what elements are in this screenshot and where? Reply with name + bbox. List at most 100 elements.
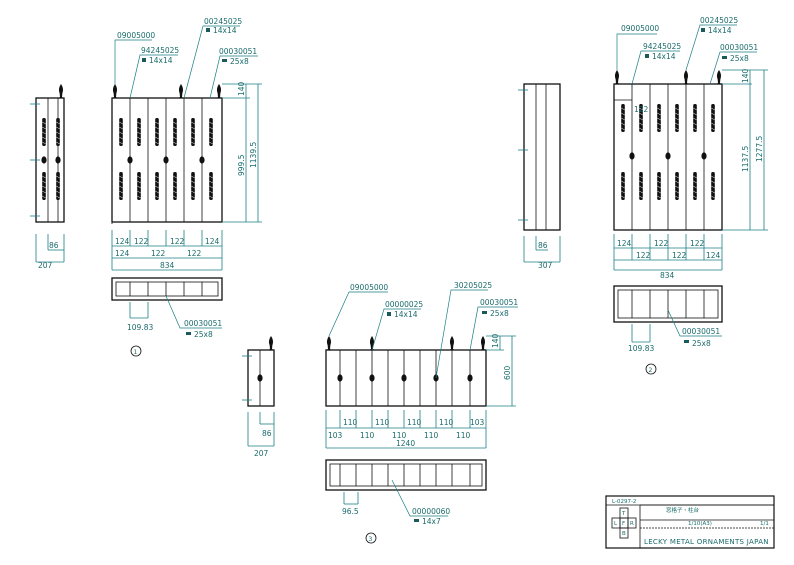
d3-dim-u4: 110 — [424, 431, 439, 440]
d1-callout-a1: 09005000 — [117, 31, 155, 40]
d1-horizontal-dims: 124 122 122 124 124 122 122 834 — [111, 230, 223, 271]
d1-callout-b1-size: 25x8 — [194, 330, 213, 339]
d2-callout-a2-size: 14x14 — [652, 52, 676, 61]
tb-cell-l: L — [614, 521, 618, 527]
d1-dim-top: 140 — [237, 81, 246, 96]
d1-dim-s3: 122 — [170, 237, 185, 246]
d3-dim-t2: 110 — [375, 418, 390, 427]
d3-front-elevation — [325, 336, 487, 407]
d1-dim-mid: 999.5 — [237, 154, 246, 176]
d1-dim-s4: 124 — [205, 237, 220, 246]
d1-dim-s2: 122 — [134, 237, 149, 246]
d2-vertical-dims: 140 1137.5 1277.5 — [722, 68, 768, 231]
d3-callouts: 09005000 00000025 14x14 30205025 0003005… — [328, 281, 518, 379]
d3-dim-u1: 103 — [328, 431, 343, 440]
d1-dim-side-outer: 207 — [38, 261, 53, 270]
tb-sheet: 1/1 — [760, 521, 769, 527]
drawing-3: 86 207 09005000 — [242, 281, 518, 544]
d2-dim-side-inner: 86 — [538, 241, 548, 250]
d1-plan-view: 109.83 00030051 25x8 1 — [111, 277, 223, 357]
d3-callout-a4-size: 25x8 — [490, 309, 509, 318]
d2-dim-s3: 122 — [690, 239, 705, 248]
tb-cell-b: B — [622, 531, 626, 537]
d1-side-elevation: 86 207 — [30, 84, 65, 270]
d2-horizontal-dims: 124 122 122 122 122 124 834 — [613, 234, 723, 280]
d3-callout-a2: 00000025 — [385, 300, 423, 309]
d3-dim-t3: 110 — [407, 418, 422, 427]
d3-dim-plan: 96.5 — [342, 507, 359, 516]
d2-dim-b2: 122 — [672, 251, 687, 260]
d2-dim-plan: 109.83 — [628, 344, 654, 353]
d2-dim-b1: 122 — [636, 251, 651, 260]
d1-dim-width: 834 — [160, 261, 175, 270]
d2-dim-s1: 124 — [617, 239, 632, 248]
d2-front-elevation: 122 — [613, 70, 723, 231]
d2-dim-s2: 122 — [654, 239, 669, 248]
d1-front-elevation — [111, 84, 223, 224]
d3-callout-b1-size: 14x7 — [422, 517, 441, 526]
d2-dim-width: 834 — [660, 271, 675, 280]
d1-number: 1 — [134, 349, 138, 356]
d1-callout-a4-size: 25x8 — [230, 57, 249, 66]
d1-dim-side-inner: 86 — [49, 241, 59, 250]
d1-dim-plan: 109.83 — [127, 323, 153, 332]
d2-dim-mid: 1137.5 — [741, 146, 750, 172]
d2-side-elevation: 86 307 — [518, 83, 561, 270]
d2-callout-b1-size: 25x8 — [692, 339, 711, 348]
d2-callout-a4: 00030051 — [720, 43, 758, 52]
d2-callout-b1: 00030051 — [682, 327, 720, 336]
d2-callouts: 09005000 94245025 14x14 00245025 14x14 0… — [616, 16, 758, 85]
d2-callout-a3: 00245025 — [700, 16, 738, 25]
d1-dim-b2: 122 — [151, 249, 166, 258]
d2-number: 2 — [649, 367, 653, 374]
d3-dim-t4: 110 — [439, 418, 454, 427]
tb-cell-f: F — [622, 521, 625, 527]
d2-dim-b3: 124 — [706, 251, 721, 260]
d3-dim-u3: 110 — [392, 431, 407, 440]
d2-dim-side-outer: 307 — [538, 261, 553, 270]
d1-callout-b1: 00030051 — [184, 319, 222, 328]
d3-dim-u2: 110 — [360, 431, 375, 440]
tb-scale: 1/10(A3) — [688, 521, 712, 527]
d1-callout-a3-size: 14x14 — [213, 26, 237, 35]
tb-drawing-no: L-0297-2 — [612, 499, 636, 505]
d3-plan-view: 96.5 00000060 14x7 3 — [325, 459, 487, 544]
d3-callout-b1: 00000060 — [412, 507, 450, 516]
d2-callout-a4-size: 25x8 — [730, 54, 749, 63]
d3-dim-total: 600 — [503, 365, 512, 380]
d1-callout-a2-size: 14x14 — [149, 56, 173, 65]
d2-dim-top: 140 — [741, 68, 750, 83]
d3-dim-side-outer: 207 — [254, 449, 269, 458]
d3-dim-width: 1240 — [396, 439, 415, 448]
d3-callout-a1: 09005000 — [350, 283, 388, 292]
d3-vertical-dims: 140 600 — [486, 333, 516, 407]
d1-callout-a2: 94245025 — [141, 46, 179, 55]
d3-dim-t5: 103 — [470, 418, 485, 427]
drawing-1: 86 207 — [30, 17, 262, 357]
d1-dim-s1: 124 — [115, 237, 130, 246]
d3-callout-a2-size: 14x14 — [394, 310, 418, 319]
d3-dim-u5: 110 — [456, 431, 471, 440]
d3-dim-side-inner: 86 — [262, 429, 272, 438]
d3-side-elevation: 86 207 — [242, 336, 275, 458]
drawing-2: 86 307 — [518, 16, 768, 375]
d1-dim-total: 1139.5 — [249, 142, 258, 168]
d3-horizontal-dims: 110 110 110 110 103 103 110 110 110 110 … — [325, 410, 487, 449]
d2-dim-total: 1277.5 — [755, 136, 764, 162]
d3-dim-t1: 110 — [343, 418, 358, 427]
tb-company: LECKY METAL ORNAMENTS JAPAN — [644, 538, 769, 546]
d1-callout-a3: 00245025 — [204, 17, 242, 26]
tb-title: 窓格子・柱台 — [666, 506, 700, 514]
d2-callout-a1: 09005000 — [621, 24, 659, 33]
d1-vertical-dims: 140 999.5 1139.5 — [222, 81, 262, 223]
d3-dim-top: 140 — [491, 333, 500, 348]
d1-dim-b1: 124 — [115, 249, 130, 258]
tb-cell-r: R — [630, 521, 634, 527]
d1-dim-b3: 122 — [187, 249, 202, 258]
title-block: L-0297-2 窓格子・柱台 1/10(A3) 1/1 T L F R B L… — [605, 495, 775, 549]
d1-callouts: 09005000 94245025 14x14 00245025 14x14 0… — [114, 17, 258, 99]
tb-cell-t: T — [621, 511, 626, 517]
d3-callout-a3: 30205025 — [454, 281, 492, 290]
